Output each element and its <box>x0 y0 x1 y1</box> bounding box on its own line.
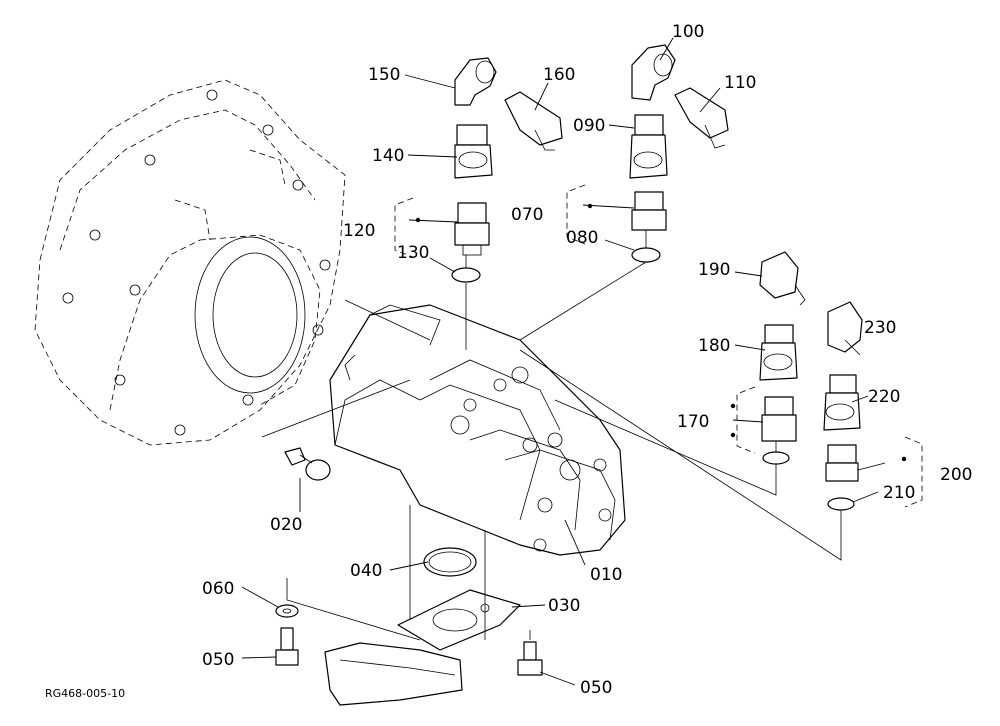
flywheel-housing <box>34 79 346 446</box>
o-ring-130 <box>451 267 481 283</box>
label-080: 080 <box>566 228 598 248</box>
label-210: 210 <box>883 483 915 503</box>
label-090: 090 <box>573 116 605 136</box>
label-010: 010 <box>590 565 622 585</box>
adapter-070 <box>631 191 667 231</box>
bracket-170 <box>730 386 756 454</box>
label-170: 170 <box>677 412 709 432</box>
o-ring-080 <box>631 247 661 263</box>
label-190: 190 <box>698 260 730 280</box>
bolt-050-right <box>517 641 543 676</box>
label-160: 160 <box>543 65 575 85</box>
adapter-200 <box>825 444 859 482</box>
label-180: 180 <box>698 336 730 356</box>
label-130: 130 <box>397 243 429 263</box>
leader-lines <box>241 37 886 686</box>
label-220: 220 <box>868 387 900 407</box>
hose-fitting-190 <box>759 251 806 306</box>
label-230: 230 <box>864 318 896 338</box>
label-200: 200 <box>940 465 972 485</box>
label-050-left: 050 <box>202 650 234 670</box>
o-ring-170 <box>762 451 790 465</box>
hose-fitting-110 <box>674 87 729 149</box>
drain-plug-020 <box>284 447 331 481</box>
hydraulic-pump <box>329 304 626 556</box>
label-020: 020 <box>270 515 302 535</box>
union-220 <box>823 374 861 431</box>
union-180 <box>759 324 798 381</box>
union-090 <box>629 114 668 179</box>
washer-060 <box>275 604 299 618</box>
bolt-050-left <box>275 627 299 666</box>
label-120: 120 <box>343 221 375 241</box>
label-110: 110 <box>724 73 756 93</box>
union-140 <box>454 124 493 179</box>
elbow-100 <box>631 44 676 101</box>
elbow-150 <box>454 57 497 106</box>
bracket-070 <box>566 184 593 245</box>
label-100: 100 <box>672 22 704 42</box>
adapter-170 <box>761 396 797 442</box>
label-150: 150 <box>368 65 400 85</box>
label-040: 040 <box>350 561 382 581</box>
o-ring-210 <box>827 497 855 511</box>
hose-fitting-230 <box>827 301 863 356</box>
flange-030 <box>324 589 521 706</box>
label-050-right: 050 <box>580 678 612 698</box>
label-060: 060 <box>202 579 234 599</box>
label-030: 030 <box>548 596 580 616</box>
label-070: 070 <box>511 205 543 225</box>
label-140: 140 <box>372 146 404 166</box>
o-ring-040 <box>423 547 477 577</box>
bracket-120 <box>394 197 421 258</box>
drawing-code: RG468-005-10 <box>45 687 125 700</box>
hose-fitting-160 <box>504 91 563 151</box>
adapter-120 <box>454 202 490 256</box>
bracket-200 <box>901 436 923 508</box>
